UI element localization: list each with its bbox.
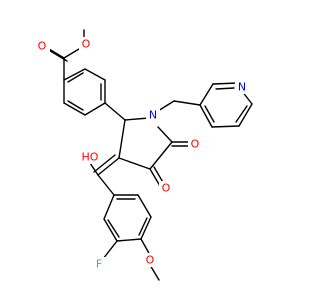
fluorine-atom: F [96, 258, 102, 271]
pyridine-nitrogen: N [238, 81, 246, 94]
lower-keto-oxygen: O [162, 182, 171, 195]
methoxy-oxygen: O [146, 254, 155, 267]
atom-labels: O O N N HO O O F O [36, 37, 249, 271]
ester-ether-oxygen: O [82, 38, 91, 51]
chemical-structure: O O N N HO O O F O [36, 29, 253, 281]
lactam-nitrogen: N [149, 109, 157, 122]
hydroxyl-group: HO [82, 151, 99, 164]
ester-carbonyl-oxygen: O [38, 40, 47, 53]
bond-lines [43, 29, 253, 281]
upper-keto-oxygen: O [191, 138, 200, 151]
